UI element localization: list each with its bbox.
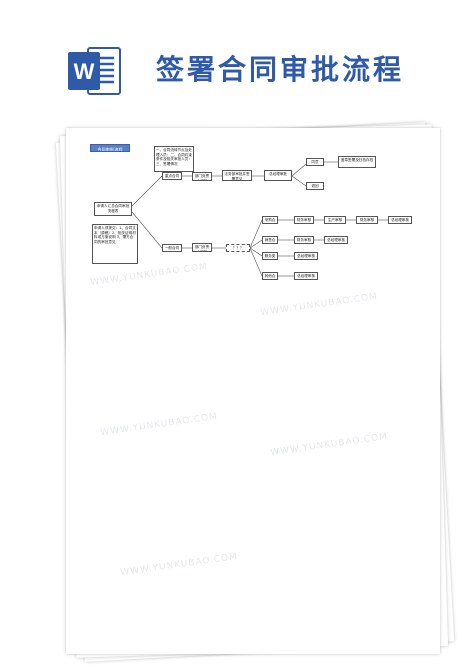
review-step-box: 财务审核 <box>294 216 314 224</box>
legal-review-box: 法务部审批并签署意见 <box>222 170 252 181</box>
review-step-box: 总经理审核 <box>294 252 318 260</box>
contract-type-box: 采购合同 <box>262 216 278 224</box>
dept-review-major-box: 部门负责人审批 <box>192 172 212 181</box>
branch-major-box: 重点合同 <box>162 172 182 180</box>
contract-type-box: 服务类合同 <box>262 252 278 260</box>
review-step-box: 财务审核 <box>356 216 378 224</box>
start-note-box: 申请人须提交：1、合同文本（原稿）2、相关证明材料或方案说明 3、需方合同的审批… <box>92 224 138 264</box>
dashed-hint-box: ？？？ <box>226 244 250 252</box>
review-step-box: 总经理审核 <box>324 236 348 244</box>
review-step-box: 财务审核 <box>294 236 314 244</box>
page-title: 签署合同审批流程 <box>156 53 405 86</box>
word-document-icon: W <box>68 47 121 95</box>
flowchart: 合同审批流程 一、合同流转节点及处理人员：二、合同约束条件及相关审批人员：三、签… <box>66 128 440 288</box>
contract-type-box: 其他合同 <box>262 272 278 280</box>
branch-general-box: 一般合同 <box>162 244 182 252</box>
header: W 签署合同审批流程 <box>0 0 474 120</box>
approve-box: 同意 <box>306 158 324 166</box>
contract-type-box: 销售合同 <box>262 236 278 244</box>
dept-review-general-box: 部门负责人审批 <box>192 243 212 252</box>
review-step-box: 总经理审核 <box>294 272 318 280</box>
word-letter: W <box>74 59 95 84</box>
top-note-box: 一、合同流转节点及处理人员：二、合同约束条件及相关审批人员：三、签署情况 <box>154 146 194 172</box>
flow-title-box: 合同审批流程 <box>90 144 130 152</box>
seal-archive-box: 盖章签署及归档存档 <box>338 156 376 168</box>
review-step-box: 总经理审核 <box>388 216 412 224</box>
reject-box: 退回 <box>306 182 324 190</box>
start-box: 申请人汇总合同审批流程表 <box>94 202 132 216</box>
flow-connectors <box>131 161 388 277</box>
gm-review-box: 总经理审批 <box>264 170 292 181</box>
review-step-box: 生产审核 <box>324 216 346 224</box>
